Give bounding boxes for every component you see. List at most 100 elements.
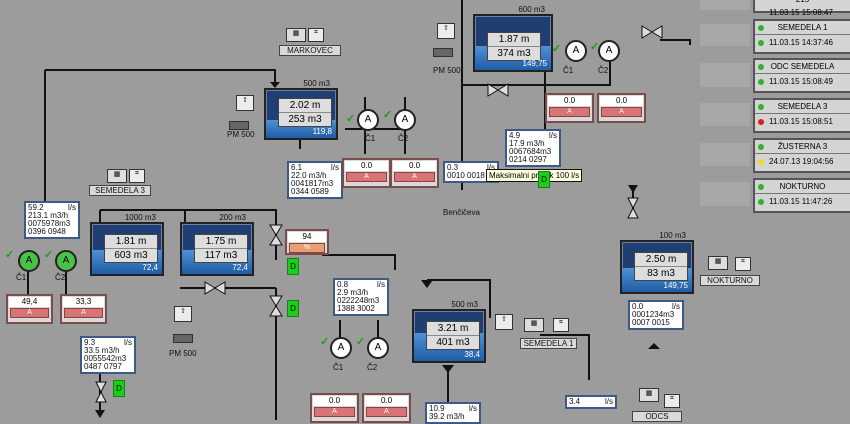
status-215[interactable]: 215 11.03.15 15:08:47 [753,0,850,17]
flow-counts: 0396 0948 [28,227,66,236]
flow-unit: l/s [68,203,76,212]
image-icon[interactable]: ⌗ [553,318,569,332]
pump-c1[interactable]: A [18,250,40,272]
image-icon[interactable]: ⌗ [664,394,680,408]
upload-icon[interactable]: ⇧ [437,23,455,39]
flow-total: 0055542m3 [84,354,127,363]
gauge-icon[interactable]: ▦ [286,28,306,42]
meter-value: 0.0 [313,396,356,406]
upload-icon[interactable]: ⇧ [236,95,254,111]
image-icon[interactable]: ⌗ [129,169,145,183]
gauge-icon[interactable]: ▦ [708,256,728,270]
tank-level-text: 1.87 m [488,33,540,47]
station-label: NOKTURNO [700,275,760,286]
gauge-icon[interactable]: ▦ [639,388,659,402]
pump-c2[interactable]: A [598,40,620,62]
flow-rate: 33.5 m3/h [84,346,120,355]
status-name: SEMEDELA 3 [755,100,850,114]
flow-rate: 39.2 m3/h [429,412,465,421]
tank-level-text: 2.50 m [635,253,687,267]
station-label: SEMEDELA 1 [520,338,577,349]
device-d-button[interactable]: D [538,171,550,188]
check-icon: ✓ [346,113,356,125]
flow-unit: l/s [549,131,557,140]
upload-icon[interactable]: ⇧ [174,306,192,322]
flow-q: 59.2 [28,203,44,212]
status-led [758,64,764,70]
valve-percentage[interactable]: 94% [285,229,329,255]
status-name: ŽUSTERNA 3 [755,140,850,154]
flow-q: 0.8 [337,280,349,289]
flow-rate: 213.1 m3/h [28,211,69,220]
meter-value: 0.0 [548,96,591,106]
flow-unit: l/s [377,280,385,289]
tank-volume-text: 401 m3 [436,337,470,348]
pump-label: Č2 [398,134,409,143]
flow-counts: 0214 0297 [509,155,547,164]
tank-capacity: 200 m3 [219,213,246,222]
upload-icon[interactable]: ⇧ [495,314,513,330]
check-icon: ✓ [44,249,54,261]
pump-c2[interactable]: A [394,109,416,131]
device-d-button[interactable]: D [287,258,299,275]
check-icon: ✓ [356,336,366,348]
flow-unit: l/s [124,338,132,347]
image-icon[interactable]: ⌗ [735,257,751,271]
pm500-device-icon [229,121,249,130]
pump-c2[interactable]: A [367,337,389,359]
tank-level-text: 1.81 m [105,235,157,249]
flow-counts: 0007 0015 [632,318,670,327]
status-led [758,144,764,150]
image-icon[interactable]: ⌗ [308,28,324,42]
device-icons-row [700,24,750,46]
tank-capacity: 500 m3 [451,300,478,309]
device-d-button[interactable]: D [113,380,125,397]
status-date: 11.03.15 15:08:49 [769,77,833,86]
gauge-icon[interactable]: ▦ [107,169,127,183]
pump-c1[interactable]: A [565,40,587,62]
device-d-button[interactable]: D [287,300,299,317]
device-label: PM 500 [169,349,197,358]
pump-c2[interactable]: A [55,250,77,272]
flow-q: 6.1 [291,163,303,172]
status-date: 11.03.15 14:37:46 [769,38,833,47]
pump-c1[interactable]: A [330,337,352,359]
pump-label: Č1 [563,66,574,75]
flow-q: 9.3 [84,338,96,347]
pump-c1[interactable]: A [357,109,379,131]
meter-value: 94 [288,232,326,242]
tank-value: 119,8 [312,127,332,136]
device-icons-row [700,143,750,166]
tank-value: 72,4 [232,263,248,272]
gauge-icon[interactable]: ▦ [524,318,544,332]
